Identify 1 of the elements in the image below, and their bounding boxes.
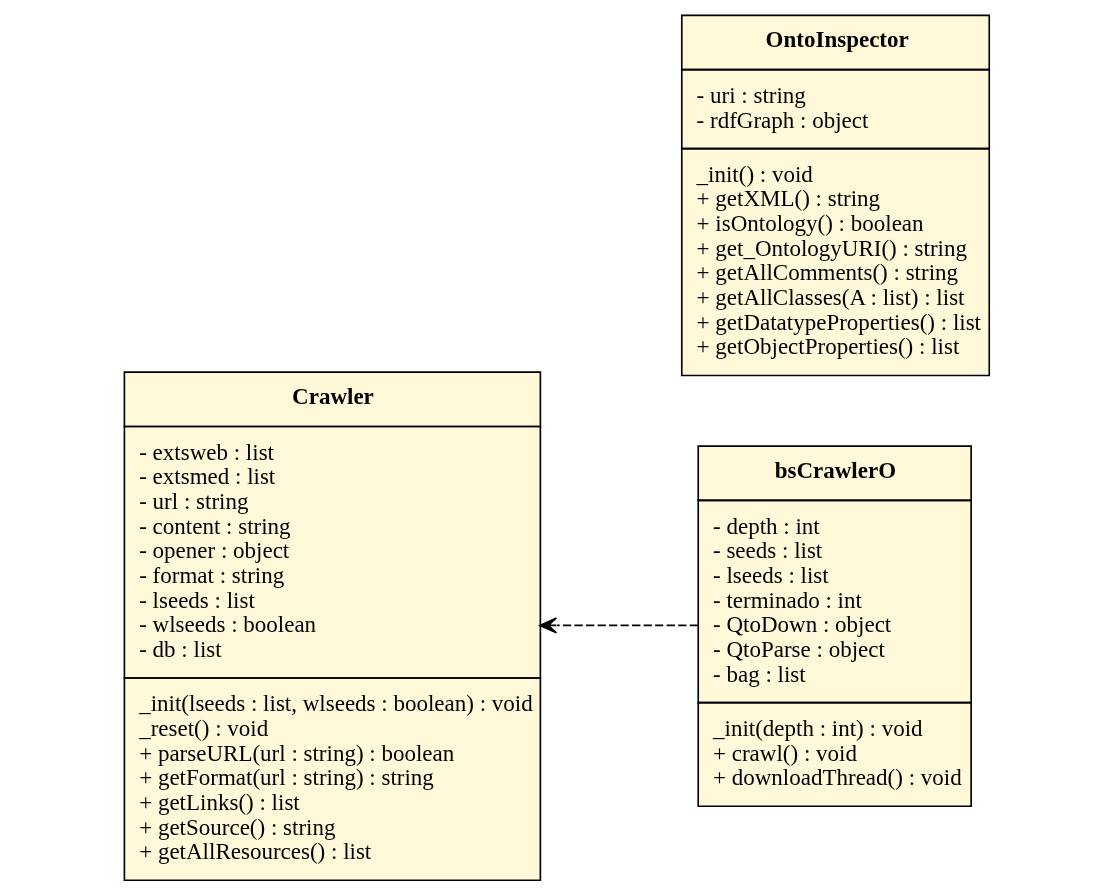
arrow [538, 617, 699, 634]
